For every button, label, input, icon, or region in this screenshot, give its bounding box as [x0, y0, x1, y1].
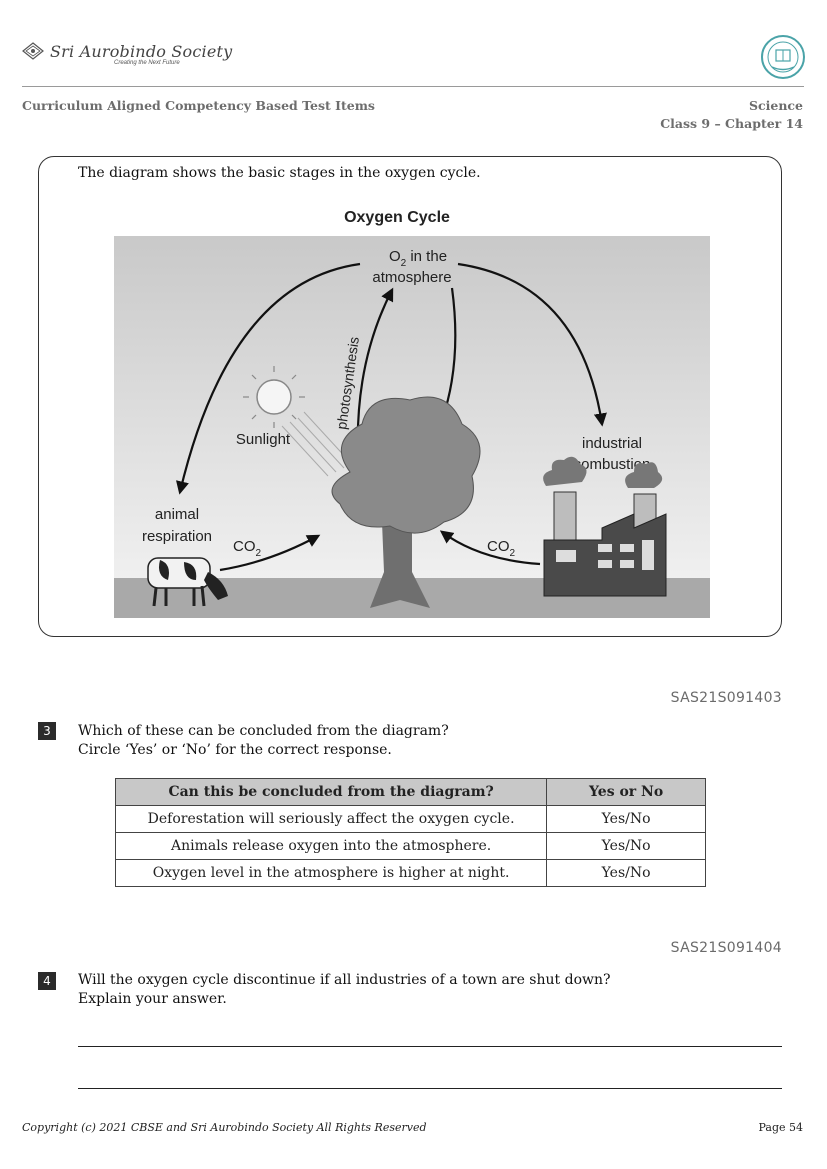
- table-header-row: Can this be concluded from the diagram? …: [114, 778, 706, 806]
- q3-response-table: Can this be concluded from the diagram? …: [114, 778, 706, 887]
- statement-cell: Oxygen level in the atmosphere is higher…: [114, 859, 548, 887]
- o2-label-line1: O2 in the: [389, 248, 447, 269]
- arrow-to-animal-respiration: [176, 262, 361, 495]
- q4-prompt-line1: Will the oxygen cycle discontinue if all…: [78, 972, 611, 988]
- footer-page-number: Page 54: [758, 1121, 803, 1134]
- o2-label-line2: atmosphere: [372, 269, 451, 286]
- diagram-title: Oxygen Cycle: [344, 209, 450, 226]
- stimulus-intro: The diagram shows the basic stages in th…: [78, 165, 481, 181]
- arrow-co2-animal: [219, 534, 321, 572]
- header-divider: [22, 86, 804, 87]
- question-number-3: 3: [38, 722, 56, 740]
- tree-icon: [331, 396, 481, 608]
- co2-right-label: CO2: [487, 538, 516, 559]
- header-subject: Science: [749, 98, 803, 113]
- stimulus-box: [38, 156, 782, 637]
- table-header-yes-no: Yes or No: [546, 778, 706, 806]
- org-logo: Sri Aurobindo Society Creating the Next …: [22, 36, 232, 66]
- header-title: Curriculum Aligned Competency Based Test…: [22, 98, 375, 113]
- society-emblem-icon: [22, 42, 44, 60]
- answer-line-1[interactable]: [78, 1046, 782, 1047]
- animal-respiration-line2: respiration: [142, 528, 212, 545]
- factory-icon: [543, 456, 667, 597]
- table-row: Oxygen level in the atmosphere is higher…: [114, 859, 706, 887]
- item-code-q4: SAS21S091404: [670, 940, 782, 956]
- q4-prompt-line2: Explain your answer.: [78, 991, 227, 1007]
- sunlight-label: Sunlight: [236, 431, 291, 448]
- org-name: Sri Aurobindo Society: [50, 41, 233, 61]
- oxygen-cycle-diagram: Oxygen Cycle O2 in the atmosphere photos…: [114, 209, 710, 618]
- q3-prompt-line1: Which of these can be concluded from the…: [78, 723, 449, 739]
- statement-cell: Deforestation will seriously affect the …: [114, 805, 548, 833]
- statement-cell: Animals release oxygen into the atmosphe…: [114, 832, 548, 860]
- question-number-4: 4: [38, 972, 56, 990]
- header-class-chapter: Class 9 – Chapter 14: [660, 116, 803, 131]
- yes-no-choice[interactable]: Yes/No: [546, 859, 706, 887]
- footer-copyright: Copyright (c) 2021 CBSE and Sri Aurobind…: [22, 1121, 427, 1134]
- cow-icon: [147, 557, 228, 607]
- industrial-combustion-line1: industrial: [582, 435, 642, 452]
- animal-respiration-line1: animal: [155, 506, 199, 523]
- q3-prompt-line2: Circle ‘Yes’ or ‘No’ for the correct res…: [78, 742, 392, 758]
- table-row: Deforestation will seriously affect the …: [114, 805, 706, 833]
- org-tagline: Creating the Next Future: [114, 60, 180, 66]
- co2-left-label: CO2: [233, 538, 262, 559]
- yes-no-choice[interactable]: Yes/No: [546, 832, 706, 860]
- industrial-combustion-line2: combustion: [574, 456, 651, 473]
- item-code-q3: SAS21S091403: [670, 690, 782, 706]
- table-header-statement: Can this be concluded from the diagram?: [114, 778, 548, 806]
- arrow-to-industrial-combustion: [457, 262, 607, 427]
- table-row: Animals release oxygen into the atmosphe…: [114, 832, 706, 860]
- cbse-seal-icon: [761, 35, 805, 79]
- answer-line-2[interactable]: [78, 1088, 782, 1089]
- arrow-co2-industry: [439, 530, 541, 566]
- yes-no-choice[interactable]: Yes/No: [546, 805, 706, 833]
